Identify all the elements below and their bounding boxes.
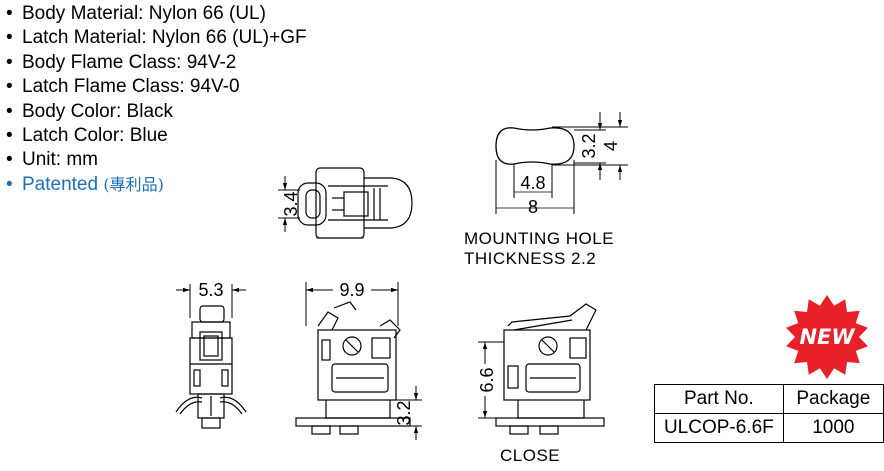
table-header-row: Part No. Package — [654, 384, 884, 414]
dim-front-height — [396, 386, 422, 440]
spec-item: •Latch Material: Nylon 66 (UL)+GF — [6, 27, 307, 49]
spec-item: •Unit: mm — [6, 149, 98, 171]
table-cell: ULCOP-6.6F — [654, 413, 784, 443]
mounting-hole-caption: MOUNTING HOLE THICKNESS 2.2 — [464, 229, 615, 268]
part-table: Part No. Package ULCOP-6.6F 1000 — [654, 384, 884, 443]
dim-label: 5.3 — [198, 280, 223, 300]
close-view-drawing — [495, 303, 605, 435]
dim-label: 3.4 — [281, 191, 301, 216]
dim-label: 3.2 — [394, 400, 414, 425]
front-view-drawing — [295, 301, 411, 435]
dim-mounting-hole — [495, 112, 628, 214]
spec-item: •Latch Flame Class: 94V-0 — [6, 76, 240, 98]
table-header: Package — [782, 384, 884, 414]
spec-list: •Body Material: Nylon 66 (UL) •Latch Mat… — [6, 2, 307, 197]
dim-top-height — [278, 176, 300, 232]
dim-label: 6.6 — [477, 367, 497, 392]
dim-front-width — [305, 282, 399, 326]
spec-item: •Body Color: Black — [6, 100, 174, 122]
top-view-drawing — [297, 167, 413, 239]
table-header: Part No. — [654, 384, 784, 414]
dim-label: 3.2 — [579, 133, 599, 158]
mounting-hole-outline — [495, 127, 575, 165]
side-view-drawing — [175, 305, 247, 429]
close-caption: CLOSE — [500, 446, 561, 465]
new-starburst-icon: NEW — [786, 295, 868, 379]
dim-label: 9.9 — [339, 280, 364, 300]
dim-close-height — [478, 341, 504, 419]
table-cell: 1000 — [782, 413, 884, 443]
dim-label: 8 — [528, 197, 538, 217]
table-row: ULCOP-6.6F 1000 — [654, 413, 884, 443]
spec-item: •Body Material: Nylon 66 (UL) — [6, 3, 266, 24]
new-badge-label: NEW — [799, 325, 855, 349]
dim-label: 4 — [601, 141, 621, 151]
spec-item-patented: •Patented (專利品) — [6, 173, 164, 195]
spec-item: •Body Flame Class: 94V-2 — [6, 51, 237, 73]
dim-label: 4.8 — [520, 173, 545, 193]
spec-item: •Latch Color: Blue — [6, 125, 168, 147]
dim-side-width — [176, 284, 246, 318]
